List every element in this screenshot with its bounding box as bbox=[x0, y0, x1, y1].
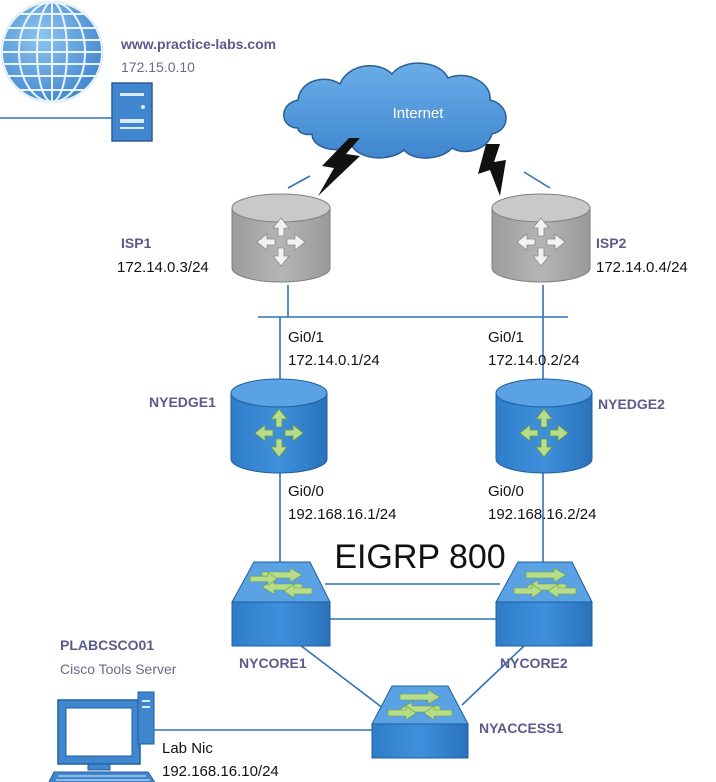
nycore2-name: NYCORE2 bbox=[500, 655, 568, 671]
nycore1-switch-icon bbox=[231, 561, 331, 647]
nyedge2-name: NYEDGE2 bbox=[598, 396, 665, 412]
pc-nic-ip: 192.168.16.10/24 bbox=[162, 763, 279, 780]
lightning-icon bbox=[478, 144, 506, 196]
cloud-label: Internet bbox=[393, 105, 445, 122]
links bbox=[0, 117, 568, 731]
nyedge1-router-icon bbox=[230, 378, 328, 474]
isp1-router-icon bbox=[231, 193, 331, 283]
server-ip: 172.15.0.10 bbox=[121, 59, 195, 75]
nycore2-access-link bbox=[461, 644, 526, 706]
pc-role: Cisco Tools Server bbox=[60, 661, 177, 677]
lightning-icon bbox=[318, 138, 360, 196]
pc-nic-label: Lab Nic bbox=[162, 740, 213, 757]
isp2-ip: 172.14.0.4/24 bbox=[596, 259, 688, 276]
isp2-name: ISP2 bbox=[596, 235, 627, 251]
nyedge2-router-icon bbox=[495, 378, 593, 474]
pc-name: PLABCSCO01 bbox=[60, 637, 154, 653]
server-icon bbox=[111, 82, 153, 142]
nyedge1-upper-if: Gi0/1 bbox=[288, 329, 324, 346]
nyedge2-upper-ip: 172.14.0.2/24 bbox=[488, 352, 580, 369]
isp2-cloud-link bbox=[523, 171, 551, 189]
nyedge1-upper-ip: 172.14.0.1/24 bbox=[288, 352, 380, 369]
server-hostname: www.practice-labs.com bbox=[120, 36, 276, 52]
nyedge2-lower-ip: 192.168.16.2/24 bbox=[488, 506, 596, 523]
nyedge2-upper-if: Gi0/1 bbox=[488, 329, 524, 346]
nycore1-name: NYCORE1 bbox=[239, 655, 307, 671]
isp2-router-icon bbox=[491, 193, 591, 283]
nyedge2-lower-if: Gi0/0 bbox=[488, 483, 524, 500]
isp1-ip: 172.14.0.3/24 bbox=[117, 259, 209, 276]
nyaccess1-name: NYACCESS1 bbox=[479, 720, 564, 736]
nycore2-switch-icon bbox=[495, 561, 593, 647]
nyedge1-name: NYEDGE1 bbox=[149, 394, 216, 410]
nyedge1-lower-ip: 192.168.16.1/24 bbox=[288, 506, 396, 523]
nyaccess1-switch-icon bbox=[371, 685, 469, 759]
globe-icon bbox=[1, 1, 103, 103]
isp1-cloud-link bbox=[287, 175, 311, 189]
computer-icon bbox=[48, 691, 156, 782]
nycore1-access-link bbox=[299, 644, 389, 713]
nyedge1-lower-if: Gi0/0 bbox=[288, 483, 324, 500]
eigrp-label: EIGRP 800 bbox=[334, 538, 505, 576]
isp1-name: ISP1 bbox=[121, 235, 152, 251]
